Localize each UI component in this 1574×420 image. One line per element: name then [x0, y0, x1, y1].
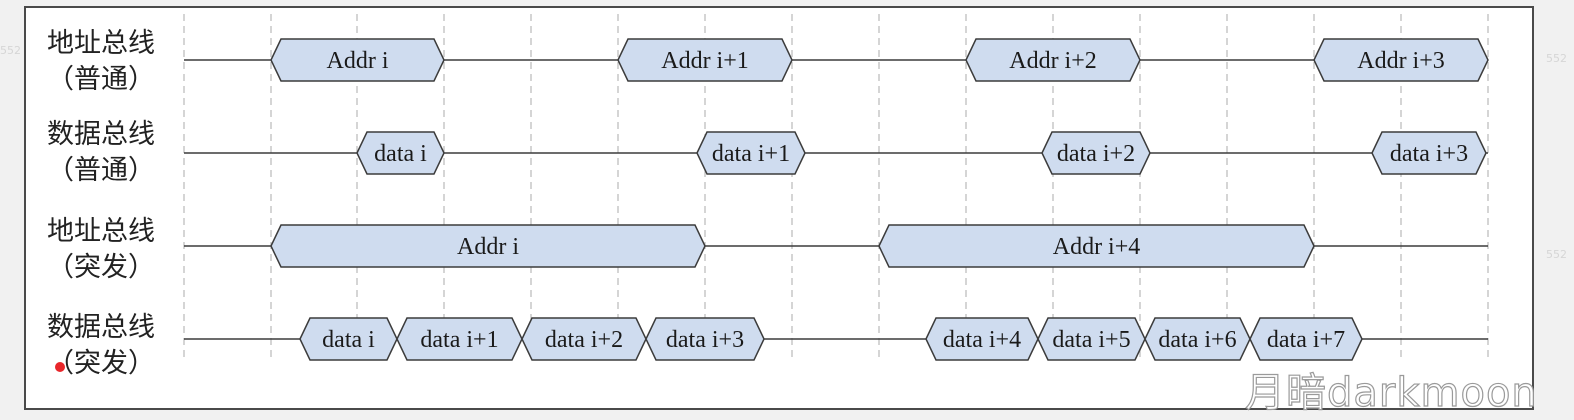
bus-segment: data i+2 [1041, 131, 1151, 175]
watermark: 月暗darkmoon [1244, 369, 1538, 416]
row-label-line2: （突发） [47, 348, 155, 379]
row-label-line2: （普通） [47, 155, 155, 186]
bus-segment-label: data i+1 [712, 141, 790, 167]
bus-segment-label: data i+4 [943, 327, 1021, 353]
bus-segment: data i+4 [925, 317, 1039, 361]
bus-segment-shape [878, 224, 1315, 268]
bus-segment-shape [617, 38, 793, 82]
bus-segment: Addr i+3 [1313, 38, 1489, 82]
edge-watermark-left: 552 [0, 44, 21, 57]
bus-segment: data i+3 [1371, 131, 1487, 175]
bus-segment: data i [299, 317, 398, 361]
row-label-line1: 数据总线 [47, 119, 155, 150]
bus-segment-label: Addr i+3 [1357, 48, 1445, 74]
bus-segment: Addr i [270, 224, 706, 268]
bus-segment-label: Addr i [327, 48, 389, 74]
row-label-line2: （突发） [47, 252, 155, 283]
bus-segment: data i+5 [1037, 317, 1146, 361]
bus-segment-label: Addr i+4 [1053, 234, 1141, 260]
bus-segment: Addr i+2 [965, 38, 1141, 82]
bus-segment: Addr i [270, 38, 445, 82]
signal-row-2: Addr i Addr i+4 [184, 224, 1488, 268]
bus-segment: data i+7 [1249, 317, 1363, 361]
bus-segment-shape [965, 38, 1141, 82]
bus-segment-label: data i+2 [545, 327, 623, 353]
row-label-line1: 地址总线 [47, 28, 155, 59]
bus-segment-label: Addr i+1 [661, 48, 749, 74]
bus-segment-shape [270, 224, 706, 268]
bus-segment-shape [270, 38, 445, 82]
bus-segment-shape [356, 131, 445, 175]
row-label-address-normal: 地址总线 （普通） [26, 26, 176, 98]
row-label-line1: 数据总线 [47, 312, 155, 343]
bus-segment-label: data i+5 [1052, 327, 1130, 353]
bus-segment-shape [645, 317, 765, 361]
bus-segment: data i+1 [696, 131, 806, 175]
bus-segment-label: data i [374, 141, 427, 167]
bus-segment-shape [696, 131, 806, 175]
bus-segment: data i+6 [1144, 317, 1251, 361]
bus-segment: data i+3 [645, 317, 765, 361]
bus-segment: Addr i+4 [878, 224, 1315, 268]
bus-segment-label: data i+6 [1158, 327, 1236, 353]
edge-watermark-right-mid: 552 [1546, 248, 1567, 261]
bus-segment-label: data i+3 [1390, 141, 1468, 167]
bus-segment-label: data i+7 [1267, 327, 1345, 353]
edge-watermark-right-top: 552 [1546, 52, 1567, 65]
bus-segment-shape [1041, 131, 1151, 175]
bus-segment: data i+2 [521, 317, 647, 361]
signal-row-0: Addr i Addr i+1 Addr i+2 Addr i+3 [184, 38, 1489, 82]
bus-segment-label: data i+3 [666, 327, 744, 353]
cursor-marker [55, 362, 65, 372]
row-label-data-burst: 数据总线 （突发） [26, 310, 176, 382]
bus-segment-shape [1313, 38, 1489, 82]
row-label-address-burst: 地址总线 （突发） [26, 214, 176, 286]
bus-segment: data i+1 [396, 317, 523, 361]
bus-segment: Addr i+1 [617, 38, 793, 82]
signal-row-1: data i data i+1 data i+2 data i+3 [184, 131, 1488, 175]
bus-segment-shape [1371, 131, 1487, 175]
bus-segment-label: data i+1 [420, 327, 498, 353]
bus-segment: data i [356, 131, 445, 175]
bus-segment-label: Addr i+2 [1009, 48, 1097, 74]
signal-row-3: data i data i+1 data i+2 data i+3 data i+4 da… [184, 317, 1488, 361]
row-label-line1: 地址总线 [47, 216, 155, 247]
bus-segment-label: data i+2 [1057, 141, 1135, 167]
row-label-line2: （普通） [47, 64, 155, 95]
row-label-data-normal: 数据总线 （普通） [26, 117, 176, 189]
bus-segment-label: data i [322, 327, 375, 353]
bus-segment-label: Addr i [457, 234, 519, 260]
bus-segment-shape [1249, 317, 1363, 361]
